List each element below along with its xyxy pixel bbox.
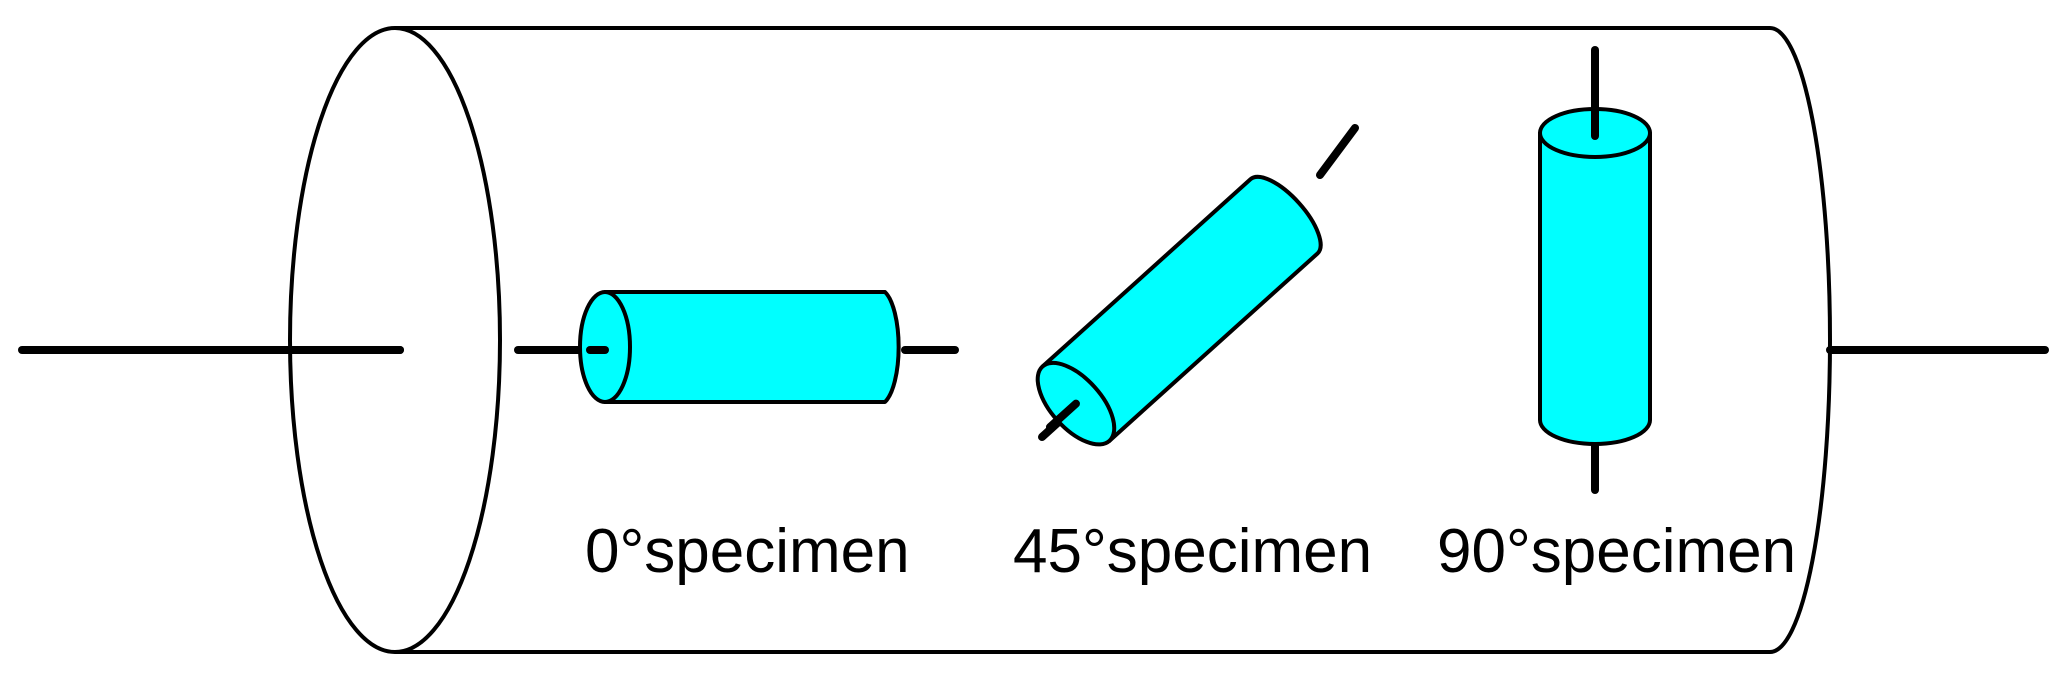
cylinder-front-face [288, 26, 502, 654]
label-45-specimen: 45°specimen [1013, 517, 1372, 586]
specimen-45-inner-rod [1045, 399, 1080, 432]
label-90-specimen: 90°specimen [1437, 517, 1796, 586]
cylinder-body-outline [395, 26, 1832, 654]
large-cylinder [288, 26, 1832, 654]
specimen-90-degree [1538, 46, 1652, 494]
specimen-45-body [1040, 174, 1323, 443]
label-0-specimen: 0°specimen [585, 517, 910, 586]
specimen-0-degree [514, 290, 959, 404]
specimen-45-degree [1035, 124, 1359, 447]
specimen-45-upper-rod [1316, 124, 1359, 179]
specimen-90-body [1538, 131, 1652, 446]
specimen-0-body [603, 290, 901, 404]
